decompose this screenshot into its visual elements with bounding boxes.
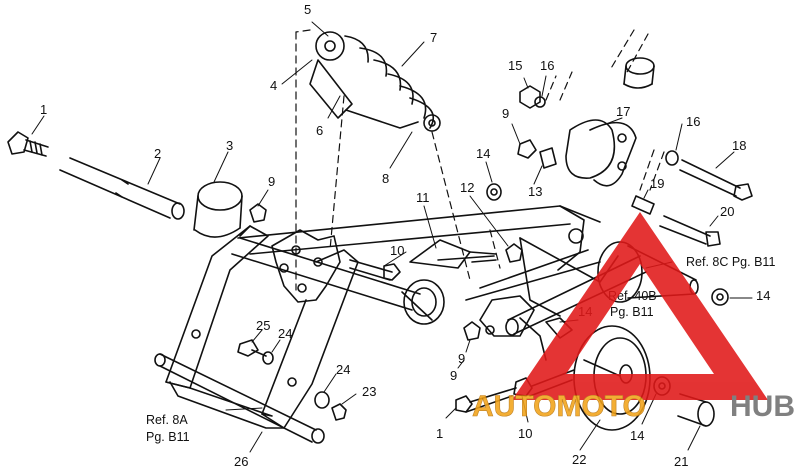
callout-24-a: 24: [278, 326, 292, 341]
callout-23: 23: [362, 384, 376, 399]
callout-14-b: 14: [756, 288, 770, 303]
watermark-text-right: HUB: [730, 390, 795, 423]
callout-9-a: 9: [268, 174, 275, 189]
callout-25: 25: [256, 318, 270, 333]
callout-14-d: 14: [630, 428, 644, 443]
sleeve-3: [193, 181, 243, 238]
main-tube: [231, 237, 445, 325]
callout-16-b: 16: [686, 114, 700, 129]
callout-1-top: 1: [40, 102, 47, 117]
mounting-bracket: [271, 229, 341, 303]
callout-2: 2: [154, 146, 161, 161]
callout-9-b: 9: [502, 106, 509, 121]
cam-17: [565, 119, 637, 187]
upper-bushing: [623, 57, 655, 89]
watermark-text-left: AUTOMOTO: [472, 390, 646, 423]
bolt-10-upper: [349, 259, 401, 281]
spring-bracket-11: [409, 239, 497, 269]
callout-3: 3: [226, 138, 233, 153]
callout-5: 5: [304, 2, 311, 17]
reference-notes: Ref. 8A Pg. B11 Ref. 8C Pg. B11 Ref. 40B…: [146, 255, 775, 444]
watermark-triangle-icon: [512, 212, 768, 400]
callout-11: 11: [416, 190, 430, 205]
callout-21: 21: [674, 454, 688, 469]
callout-19: 19: [650, 176, 664, 191]
callout-22: 22: [572, 452, 586, 467]
callout-8: 8: [382, 171, 389, 186]
callout-14-a: 14: [476, 146, 490, 161]
callout-24-b: 24: [336, 362, 350, 377]
alignment-dashes: [295, 29, 665, 291]
callout-13: 13: [528, 184, 542, 199]
shaft-2: [59, 157, 185, 220]
callout-17: 17: [616, 104, 630, 119]
callout-16-a: 16: [540, 58, 554, 73]
callout-18: 18: [732, 138, 746, 153]
callout-26: 26: [234, 454, 248, 469]
callout-numbers: 1 2 3 4 5 6 7 8 9 9 9 9 10 10 11 12 13 1…: [40, 2, 770, 469]
ref-8a-line1: Ref. 8A: [146, 413, 188, 427]
callout-20: 20: [720, 204, 734, 219]
callout-15: 15: [508, 58, 522, 73]
callout-1-bottom: 1: [436, 426, 443, 441]
bottom-cross-shaft: [154, 353, 325, 444]
callout-7: 7: [430, 30, 437, 45]
callout-9-c: 9: [458, 351, 465, 366]
ref-40b-line2: Pg. B11: [610, 305, 654, 319]
ref-8a-line2: Pg. B11: [146, 430, 190, 444]
callout-4: 4: [270, 78, 277, 93]
callout-10-b: 10: [518, 426, 532, 441]
callout-12: 12: [460, 180, 474, 195]
callout-9-d: 9: [450, 368, 457, 383]
pivot-plate: [479, 295, 535, 337]
automotohub-watermark: AUTOMOTO HUB: [472, 212, 795, 423]
leader-lines: [31, 21, 753, 453]
ref-8c: Ref. 8C Pg. B11: [686, 255, 775, 269]
shock-assembly: [309, 31, 441, 132]
callout-6: 6: [316, 123, 323, 138]
bolt-1-top: [7, 131, 49, 157]
callout-10-a: 10: [390, 243, 404, 258]
